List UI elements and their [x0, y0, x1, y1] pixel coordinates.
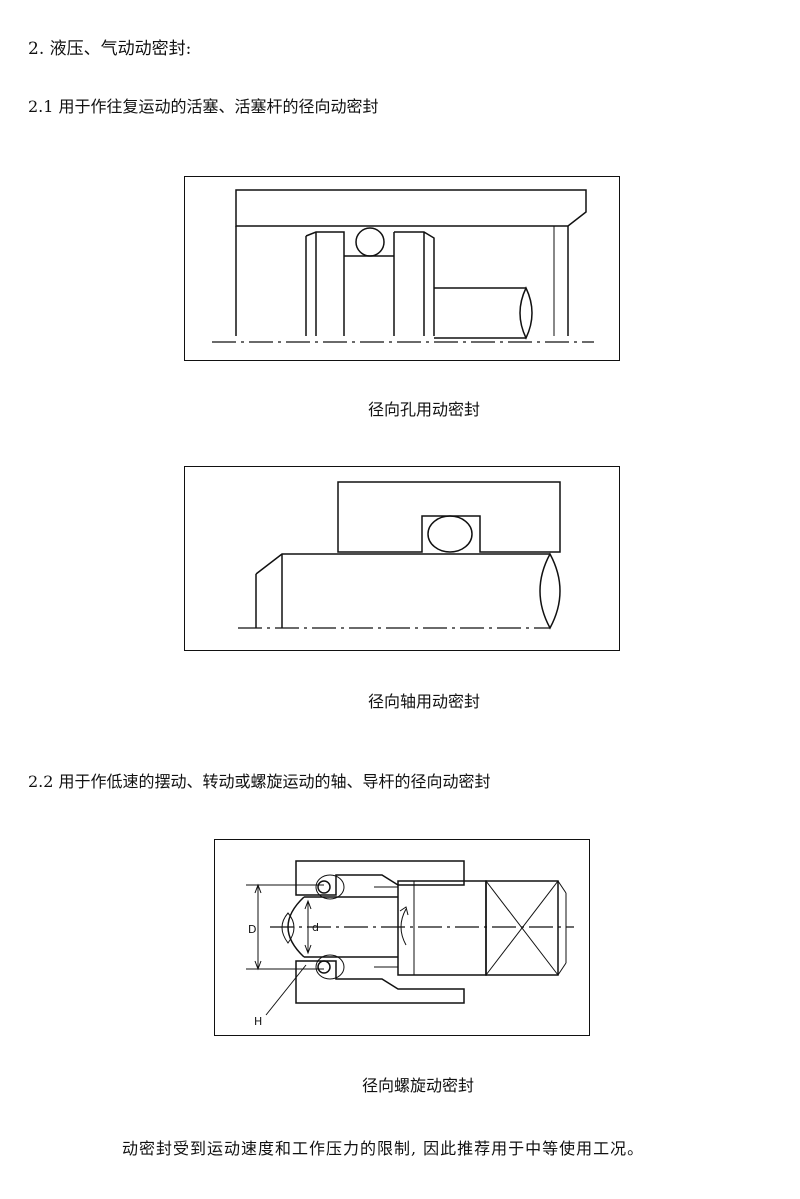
o-ring: [427, 515, 473, 553]
figure-frame: [184, 176, 620, 361]
section-heading: 2. 液压、气动动密封:: [28, 39, 192, 59]
drive-block: [485, 880, 559, 976]
figure-frame: [184, 466, 620, 651]
lower-housing: [295, 960, 465, 1004]
shaft-end-section: [281, 912, 295, 944]
footer-note: 动密封受到运动速度和工作压力的限制, 因此推荐用于中等使用工况。: [122, 1139, 645, 1158]
shaft-section: [539, 552, 561, 630]
shaft-seal-diagram: [184, 466, 620, 651]
figure-caption-shaft: 径向轴用动密封: [368, 692, 481, 711]
sleeve: [397, 880, 487, 976]
seal-housing: [337, 481, 561, 553]
figure-caption-rotary: 径向螺旋动密封: [362, 1076, 475, 1095]
figure-frame: [214, 839, 590, 1036]
rod-section: [519, 286, 533, 340]
piston-left-land: [305, 231, 345, 336]
upper-o-ring: [317, 880, 331, 894]
subsection-heading-rotary: 2.2 用于作低速的摆动、转动或螺旋运动的轴、导杆的径向动密封: [28, 772, 491, 791]
dimension-label-d-prime: D': [248, 923, 260, 936]
label-h: H: [254, 1015, 262, 1028]
shaft: [255, 553, 550, 575]
bore-seal-diagram: [184, 176, 620, 361]
subsection-heading-reciprocating: 2.1 用于作往复运动的活塞、活塞杆的径向动密封: [28, 97, 379, 116]
o-ring: [355, 227, 385, 257]
upper-housing: [295, 860, 465, 896]
piston-right-land: [393, 231, 435, 336]
lower-o-ring: [317, 960, 331, 974]
bore-housing: [235, 189, 587, 227]
rotary-seal-diagram: D' d H: [214, 839, 590, 1036]
figure-caption-bore: 径向孔用动密封: [368, 400, 481, 419]
dimension-label-d: d: [312, 921, 319, 934]
